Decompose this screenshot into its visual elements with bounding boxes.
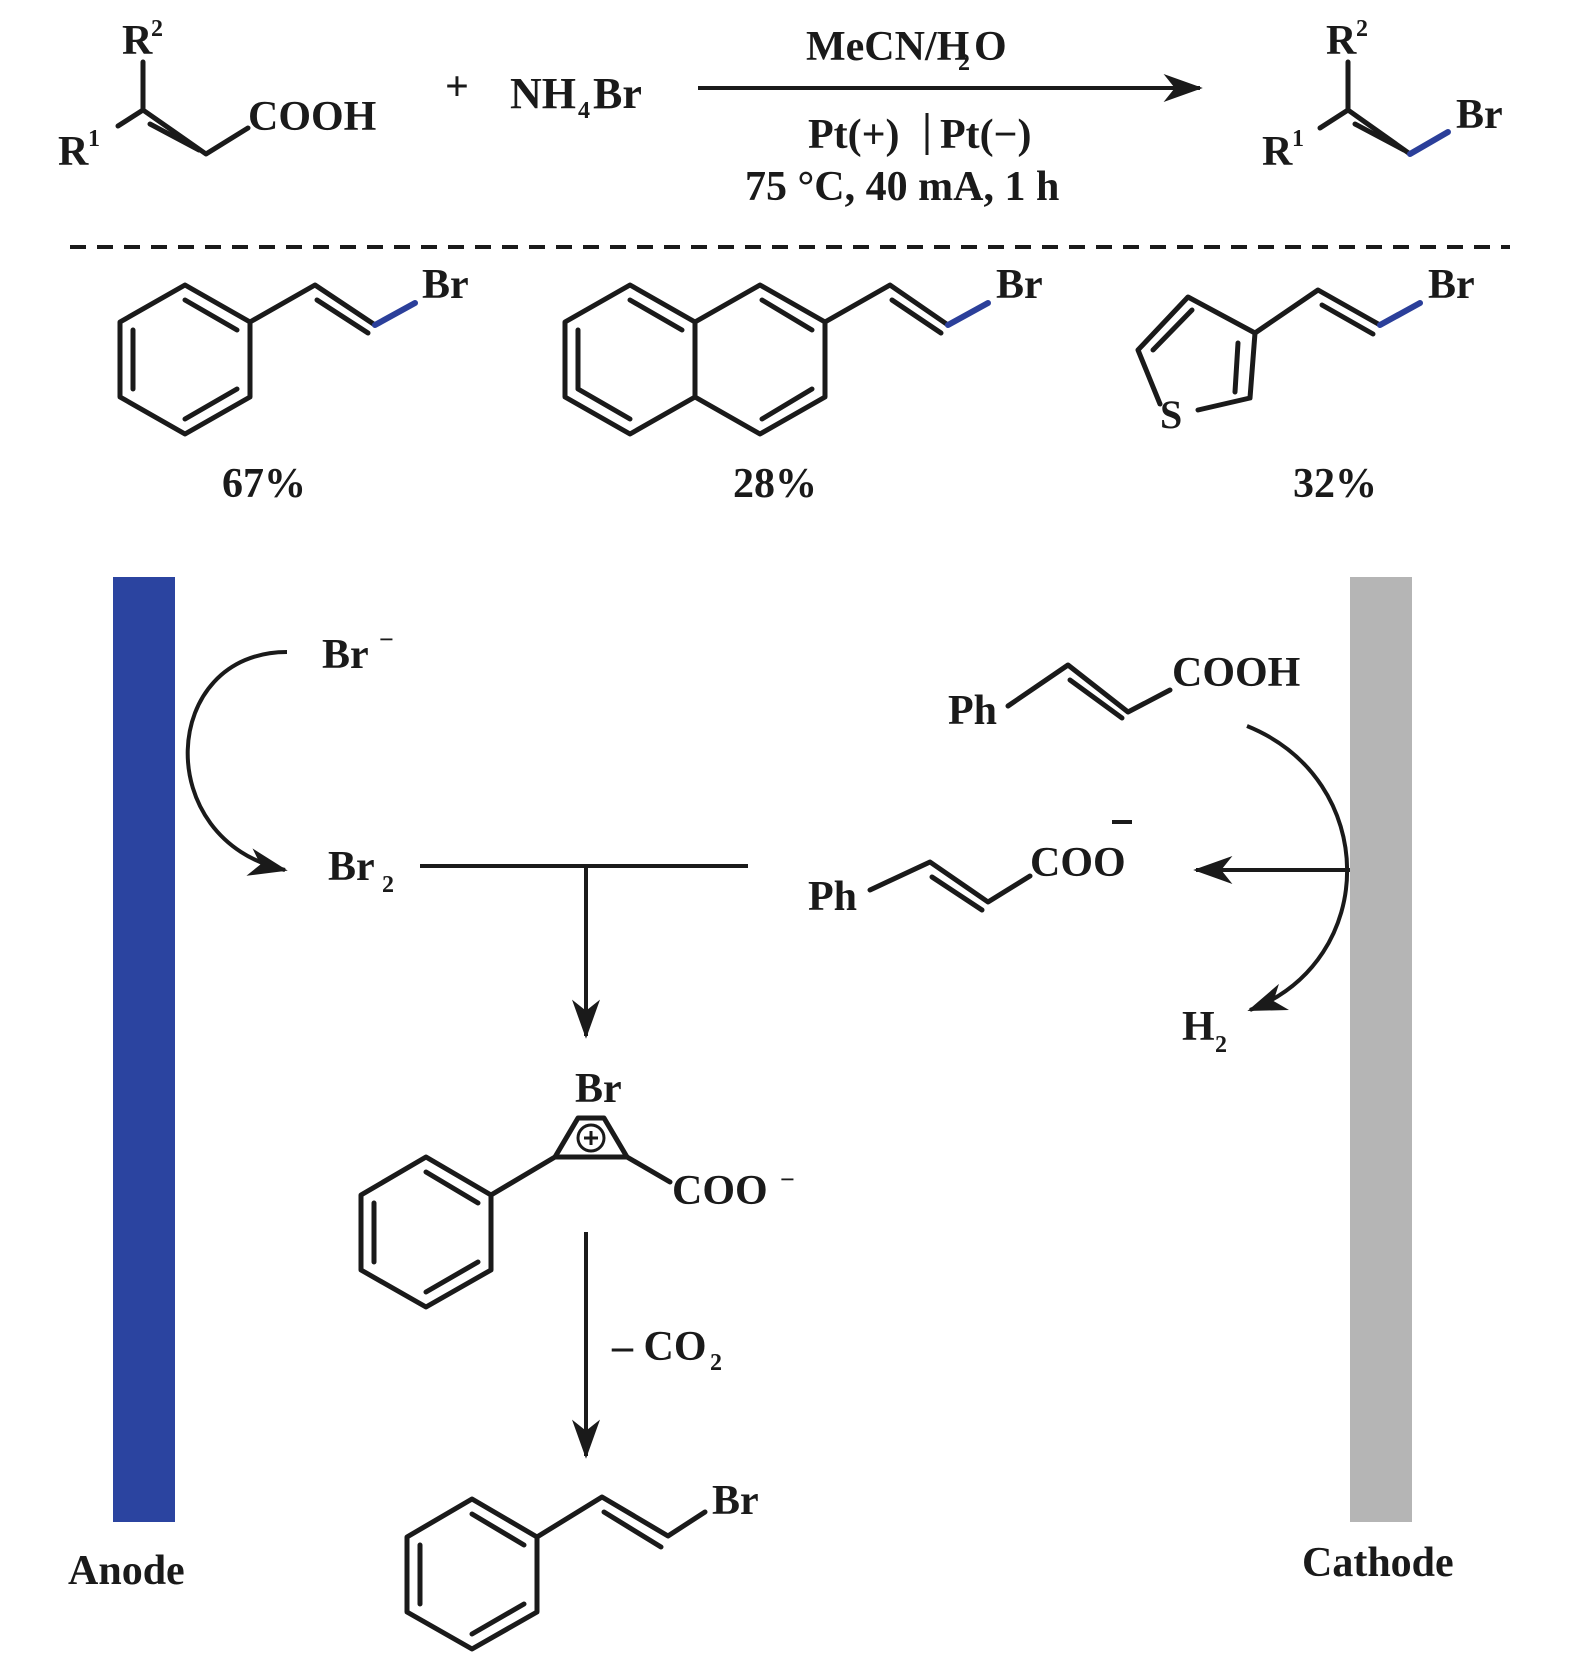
- decarboxylation-label: – CO: [611, 1324, 707, 1370]
- carboxylic-acid-label: COOH: [248, 94, 376, 140]
- example-3-sulfur: S: [1160, 392, 1182, 437]
- electrode-right: Pt(−): [940, 112, 1032, 158]
- solvent-b: O: [974, 24, 1007, 70]
- anode-electrode: [113, 577, 175, 1522]
- carboxylate-ph: Ph: [808, 874, 857, 920]
- solvent-a: MeCN/H: [806, 24, 969, 70]
- carboxylate-coo: COO: [1030, 840, 1126, 886]
- example-styryl-bromide: Br 67%: [117, 262, 469, 507]
- bromine-subscript: 2: [382, 872, 394, 898]
- hydrogen-subscript: 2: [1215, 1032, 1227, 1058]
- bromonium-intermediate: Br COO −: [358, 1066, 795, 1310]
- product-vinyl-bromide: R 2 R 1 Br: [1262, 16, 1503, 175]
- r1-label: R: [58, 129, 89, 175]
- reaction-parameters: 75 °C, 40 mA, 1 h: [745, 164, 1059, 210]
- product-r2-label: R: [1326, 18, 1357, 64]
- reactant-alkenoic-acid: R 2 R 1 COOH: [58, 16, 376, 175]
- r2-label: R: [122, 18, 153, 64]
- positive-charge-icon: [576, 1123, 606, 1153]
- bromonium-charge: −: [780, 1165, 795, 1194]
- bromide-ion: Br: [322, 632, 369, 678]
- example-naphthyl-vinyl-bromide: Br 28%: [562, 262, 1043, 507]
- example-thienyl-vinyl-bromide: S Br 32%: [1135, 262, 1475, 507]
- product-r2-superscript: 2: [1356, 16, 1368, 42]
- cinnamic-acid-cooh: COOH: [1172, 650, 1300, 696]
- anode-label: Anode: [68, 1548, 185, 1594]
- oxidation-arrow: [185, 650, 288, 876]
- bromine: Br: [328, 844, 375, 890]
- final-product-br: Br: [712, 1478, 759, 1524]
- carboxylate-anion: Ph COO: [808, 820, 1132, 920]
- plus-glyph: [584, 1131, 598, 1145]
- example-2-br: Br: [996, 262, 1043, 308]
- electrode-left: Pt(+): [808, 112, 900, 158]
- cinnamic-acid-ph: Ph: [948, 688, 997, 734]
- bromonium-coo: COO: [672, 1168, 768, 1214]
- reagent-ammonium-bromide: NH 4 Br: [510, 69, 642, 124]
- reagent-br: Br: [593, 69, 642, 118]
- product-r1-superscript: 1: [1292, 126, 1304, 152]
- final-product-styryl-bromide: Br: [404, 1478, 759, 1652]
- example-2-yield: 28%: [733, 461, 817, 507]
- product-br-label: Br: [1456, 92, 1503, 138]
- bromonium-br: Br: [575, 1066, 622, 1112]
- example-3-yield: 32%: [1293, 461, 1377, 507]
- r1-superscript: 1: [88, 126, 100, 152]
- decarboxylation-subscript: 2: [710, 1350, 722, 1376]
- bromide-charge: −: [379, 625, 394, 654]
- reagent-subscript: 4: [578, 98, 590, 124]
- solvent-subscript: 2: [958, 50, 970, 76]
- r2-superscript: 2: [151, 16, 163, 42]
- reagent-nh: NH: [510, 69, 576, 118]
- example-1-br: Br: [422, 262, 469, 308]
- cathode-electrode: [1350, 577, 1412, 1522]
- example-1-yield: 67%: [222, 461, 306, 507]
- cathodic-reduction: Ph COOH H 2: [948, 650, 1350, 1058]
- plus-sign: +: [445, 64, 469, 110]
- example-3-br: Br: [1428, 262, 1475, 308]
- anodic-oxidation: Br − Br 2: [185, 625, 394, 898]
- cathode-label: Cathode: [1302, 1540, 1454, 1586]
- bromination-step: [420, 864, 748, 1039]
- product-r1-label: R: [1262, 129, 1293, 175]
- decarboxylation-step: – CO 2: [572, 1232, 722, 1459]
- reaction-conditions: MeCN/H 2 O Pt(+) Pt(−) 75 °C, 40 mA, 1 h: [698, 24, 1203, 210]
- hydrogen-gas: H: [1182, 1004, 1215, 1050]
